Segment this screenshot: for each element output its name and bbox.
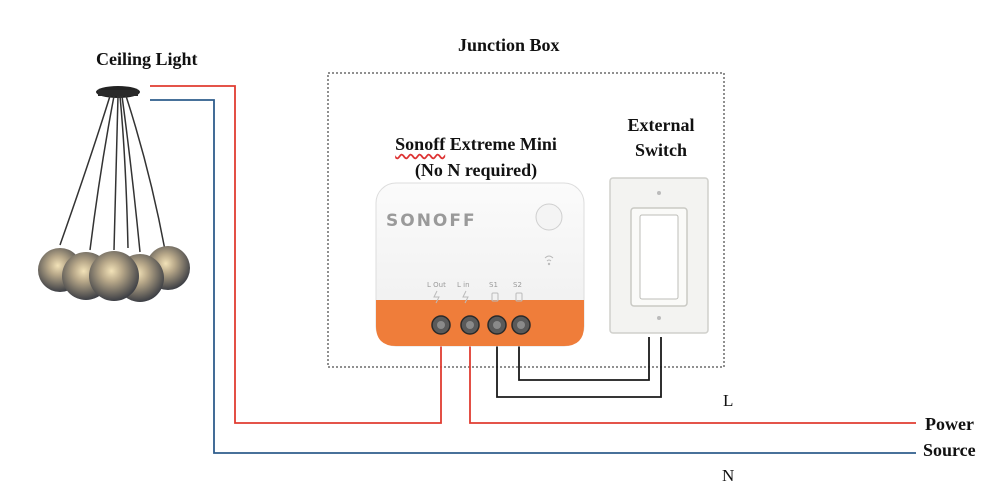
live-in-wire [469,330,916,424]
terminal-label-l-in: L in [457,281,470,289]
sonoff-logo: SONOFF [386,211,477,231]
s2-switch-wire [518,330,650,381]
junction-box-label: Junction Box [458,35,560,55]
terminal-label-s2: S2 [513,281,522,289]
device-note-label: (No N required) [414,160,538,180]
device-name-label: Sonoff Extreme Mini [372,133,580,156]
switch-label-line1: External [627,115,695,135]
terminal-label-s1: S1 [489,281,498,289]
ceiling-light-label: Ceiling Light [96,49,198,69]
live-label: L [723,391,734,410]
live-out-wire [150,85,442,424]
power-source-label-line1: Power [925,414,974,434]
neutral-wire [150,99,916,454]
sonoff-device [375,182,585,347]
external-switch-icon [609,177,709,334]
terminal-label-l-out: L Out [427,281,446,289]
junction-box-outline [327,72,725,368]
device-brand: Sonoff [395,134,446,154]
device-model: Extreme Mini [445,134,557,154]
s1-switch-wire [496,330,662,398]
neutral-label: N [722,466,735,485]
power-source-label-line2: Source [923,440,976,460]
ceiling-light-icon [38,86,190,302]
switch-label-line2: Switch [634,140,687,160]
